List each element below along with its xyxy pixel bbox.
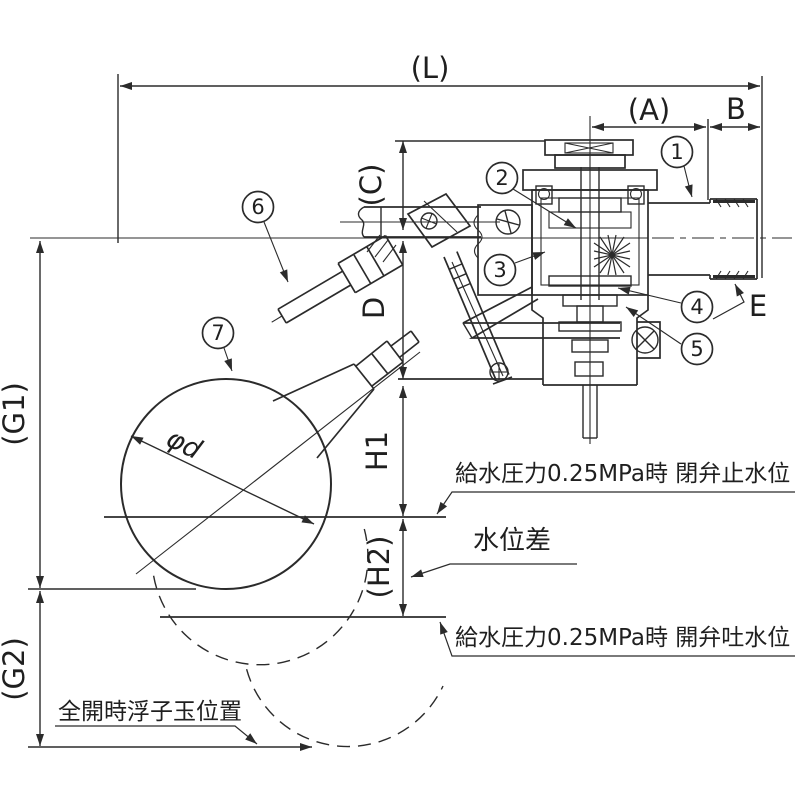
leader-E bbox=[712, 283, 745, 320]
balloon-label-4: 4 bbox=[690, 295, 703, 319]
dim-label-g2: (G2) bbox=[0, 637, 31, 701]
dim-label-phi-d: φd bbox=[161, 423, 207, 467]
balloon-label-6: 6 bbox=[251, 195, 264, 219]
inlet-pipe bbox=[648, 198, 758, 280]
balloon-label-1: 1 bbox=[670, 140, 683, 164]
bonnet-bolt-left bbox=[535, 185, 553, 205]
dimension-lines bbox=[36, 74, 763, 746]
annotation-full-open-float-position: 全開時浮子玉位置 bbox=[58, 699, 242, 725]
annotation-closed-water-level: 給水圧力0.25MPa時 閉弁止水位 bbox=[455, 461, 790, 487]
phillips-screw-left bbox=[495, 209, 521, 235]
balloon-2: 2 bbox=[485, 161, 577, 229]
balloon-label-3: 3 bbox=[493, 258, 506, 282]
dim-label-b: B bbox=[726, 92, 746, 126]
balloon-5: 5 bbox=[625, 306, 714, 366]
dimension-labels: (L) (A) B (C) D H1 (H2) (G1) (G2) E φd bbox=[0, 51, 767, 701]
dim-label-h1: H1 bbox=[360, 431, 394, 471]
balloon-4: 4 bbox=[617, 286, 714, 324]
dim-label-e: E bbox=[749, 289, 767, 323]
dim-label-l: (L) bbox=[411, 51, 450, 85]
leader-open-water-level bbox=[439, 621, 795, 657]
balloon-label-7: 7 bbox=[211, 321, 224, 345]
balloon-3: 3 bbox=[483, 251, 546, 287]
annotation-water-level-difference: 水位差 bbox=[473, 526, 551, 556]
balloon-label-5: 5 bbox=[690, 337, 703, 361]
lever-pivot bbox=[489, 362, 509, 382]
part-balloons: 1 2 3 4 5 6 7 bbox=[201, 135, 714, 372]
float-rod bbox=[271, 234, 404, 324]
balloon-7: 7 bbox=[201, 316, 235, 372]
rod-clamp bbox=[406, 192, 472, 249]
balloon-1: 1 bbox=[660, 135, 694, 198]
dashed-float-intermediate-position bbox=[152, 528, 369, 666]
dim-label-a: (A) bbox=[628, 93, 670, 127]
balloon-6: 6 bbox=[241, 190, 289, 283]
leader-closed-water-level bbox=[436, 491, 795, 515]
dim-label-c: (C) bbox=[354, 164, 388, 207]
leader-water-level-difference bbox=[410, 563, 577, 578]
dim-label-h2: (H2) bbox=[362, 536, 396, 599]
dashed-float-full-open-position bbox=[245, 669, 444, 748]
thread-ticks bbox=[715, 198, 749, 280]
arm-boss bbox=[477, 204, 533, 296]
valve-body bbox=[398, 139, 661, 439]
dim-label-d: D bbox=[357, 297, 391, 319]
annotations: 給水圧力0.25MPa時 閉弁止水位 水位差 給水圧力0.25MPa時 開弁吐水… bbox=[58, 461, 790, 725]
dim-label-g1: (G1) bbox=[0, 382, 31, 446]
phillips-screw-bottom bbox=[631, 326, 659, 354]
center-lines bbox=[30, 116, 792, 444]
leader-full-open-float-position bbox=[55, 725, 258, 745]
dim-line-phi-d bbox=[130, 435, 315, 525]
bonnet-bolt-right bbox=[627, 185, 645, 205]
balloon-label-2: 2 bbox=[495, 166, 508, 190]
float-connector-cone bbox=[272, 330, 420, 459]
annotation-leaders bbox=[55, 283, 795, 745]
annotation-open-water-level: 給水圧力0.25MPa時 開弁吐水位 bbox=[455, 625, 790, 651]
strainer-hatch bbox=[593, 234, 631, 276]
